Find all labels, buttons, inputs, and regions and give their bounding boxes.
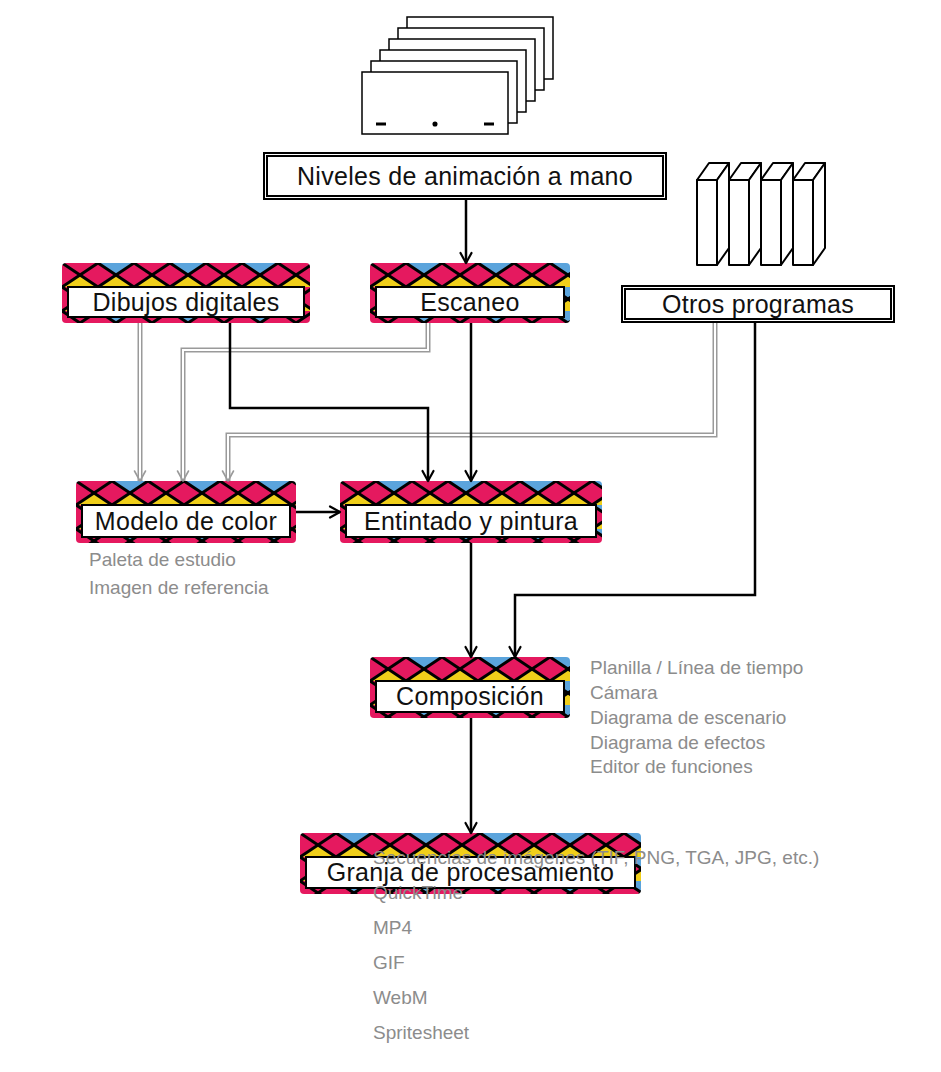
connector-line: [470, 323, 473, 481]
node-label: Niveles de animación a mano: [297, 162, 633, 191]
process-box: Composición: [370, 657, 570, 718]
arrow-head: [466, 823, 477, 833]
arrow-head: [461, 253, 472, 263]
connector-line: [470, 718, 473, 833]
process-box: Escaneo: [370, 263, 570, 323]
source-box: Otros programas: [621, 285, 895, 323]
node-label: Dibujos digitales: [67, 286, 305, 318]
note-text: WebM: [373, 988, 428, 1007]
pattern-fill: [370, 263, 570, 323]
process-box: Modelo de color: [76, 481, 296, 543]
process-box: Dibujos digitales: [62, 263, 310, 323]
node-label: Modelo de color: [81, 504, 291, 538]
connector-line: [230, 323, 428, 481]
connector-line: [296, 511, 340, 514]
process-box: Entintado y pintura: [340, 481, 602, 543]
reference-connector: [223, 323, 716, 481]
note-text: Spritesheet: [373, 1023, 469, 1042]
source-box: Niveles de animación a mano: [263, 152, 667, 200]
book-stack: [697, 163, 825, 265]
note-text: Cámara: [590, 683, 658, 702]
connector-inner-line: [228, 323, 715, 481]
connector-line: [465, 200, 468, 263]
note-text: Diagrama de efectos: [590, 733, 765, 752]
flow-connector: [466, 543, 477, 657]
node-label: Otros programas: [662, 290, 854, 319]
arrow-head: [330, 507, 340, 518]
note-text: Planilla / Línea de tiempo: [590, 658, 803, 677]
flow-connector: [466, 718, 477, 833]
connector-line: [515, 323, 755, 657]
pattern-fill: [76, 481, 296, 543]
flow-connector: [466, 323, 477, 481]
flow-connector: [510, 323, 756, 657]
note-text: Secuencias de imágenes (TIF, PNG, TGA, J…: [373, 848, 819, 867]
connector-line: [138, 323, 143, 481]
pattern-fill: [62, 263, 310, 323]
flow-connector: [296, 507, 340, 518]
arrow-head: [135, 471, 146, 481]
arrow-head: [466, 647, 477, 657]
node-label: Entintado y pintura: [345, 504, 597, 538]
arrow-head: [466, 471, 477, 481]
connector-line: [228, 323, 715, 481]
reference-connector: [178, 323, 429, 481]
note-text: Paleta de estudio: [89, 550, 236, 569]
arrow-head: [178, 471, 189, 481]
note-text: QuickTime: [373, 883, 463, 902]
connector-inner-line: [139, 323, 141, 481]
flow-connector: [230, 323, 434, 481]
arrow-head: [223, 471, 234, 481]
connector-inner-line: [183, 323, 428, 481]
note-text: Diagrama de escenario: [590, 708, 786, 727]
connector-line: [470, 543, 473, 657]
connector-line: [183, 323, 428, 481]
flow-connector: [461, 200, 472, 263]
node-label: Escaneo: [375, 286, 565, 318]
reference-connector: [135, 323, 146, 481]
pattern-fill: [340, 481, 602, 543]
note-text: Editor de funciones: [590, 757, 753, 776]
node-label: Composición: [375, 680, 565, 713]
note-text: GIF: [373, 953, 405, 972]
note-text: MP4: [373, 918, 412, 937]
arrow-head: [510, 647, 521, 657]
pattern-fill: [370, 657, 570, 718]
arrow-head: [423, 471, 434, 481]
note-text: Imagen de referencia: [89, 578, 269, 597]
paper-stack: [362, 17, 553, 134]
